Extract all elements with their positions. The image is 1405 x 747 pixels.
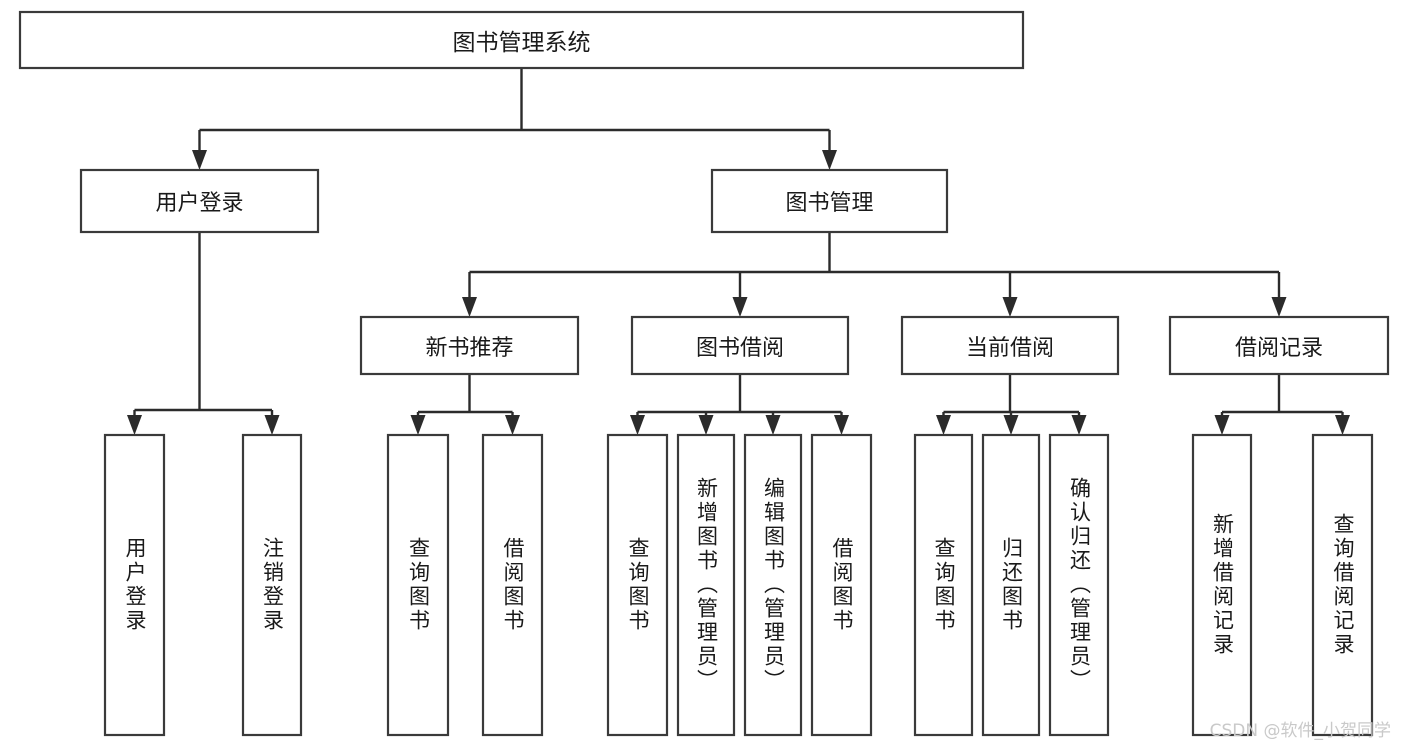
conn-borrow-record-arrow-1 [1335, 415, 1350, 435]
conn-book-manage-arrow-2 [1002, 297, 1018, 317]
leaf-node-leaf-add-record[interactable] [1191, 433, 1253, 737]
conn-current-borrow-arrow-2 [1071, 415, 1087, 435]
node-book-borrow[interactable] [630, 315, 850, 376]
conn-book-manage-arrow-1 [732, 297, 748, 317]
conn-book-borrow-arrow-3 [834, 415, 849, 435]
node-user-login[interactable] [79, 168, 320, 234]
leaf-node-leaf-query-book-bor[interactable] [606, 433, 669, 737]
leaf-node-leaf-user-login[interactable] [103, 433, 166, 737]
leaf-node-leaf-logout[interactable] [241, 433, 303, 737]
leaf-node-leaf-borrow-book-rec[interactable] [481, 433, 544, 737]
leaf-node-leaf-query-book-rec[interactable] [386, 433, 450, 737]
node-root[interactable] [18, 10, 1025, 70]
conn-new-book-recommend-arrow-1 [505, 415, 520, 435]
leaf-node-leaf-query-book-cur[interactable] [913, 433, 974, 737]
leaf-node-leaf-edit-book[interactable] [743, 433, 803, 737]
node-book-manage[interactable] [710, 168, 949, 234]
conn-new-book-recommend-arrow-0 [410, 415, 426, 435]
conn-book-manage-arrow-3 [1271, 297, 1287, 317]
leaf-node-leaf-add-book[interactable] [676, 433, 736, 737]
leaf-node-leaf-borrow-book-bor[interactable] [810, 433, 873, 737]
conn-current-borrow-arrow-0 [936, 415, 951, 435]
node-borrow-record[interactable] [1168, 315, 1390, 376]
node-new-book-recommend[interactable] [359, 315, 580, 376]
conn-book-borrow-arrow-2 [765, 415, 781, 435]
leaf-node-leaf-return-book[interactable] [981, 433, 1041, 737]
conn-user-login-arrow-0 [127, 415, 142, 435]
connectors-layer [127, 68, 1350, 435]
watermark-text: CSDN @软件_小贺同学 [1209, 721, 1391, 741]
leaf-node-leaf-query-record[interactable] [1311, 433, 1374, 737]
conn-root-arrow-0 [192, 150, 207, 170]
conn-current-borrow-arrow-1 [1003, 415, 1019, 435]
conn-root-arrow-1 [822, 150, 837, 170]
conn-book-borrow-arrow-0 [630, 415, 645, 435]
node-current-borrow[interactable] [900, 315, 1120, 376]
boxes-layer [18, 10, 1390, 737]
conn-book-borrow-arrow-1 [698, 415, 714, 435]
leaf-node-leaf-confirm-return[interactable] [1048, 433, 1110, 737]
conn-user-login-arrow-1 [264, 415, 280, 435]
conn-book-manage-arrow-0 [462, 297, 477, 317]
conn-borrow-record-arrow-0 [1214, 415, 1230, 435]
